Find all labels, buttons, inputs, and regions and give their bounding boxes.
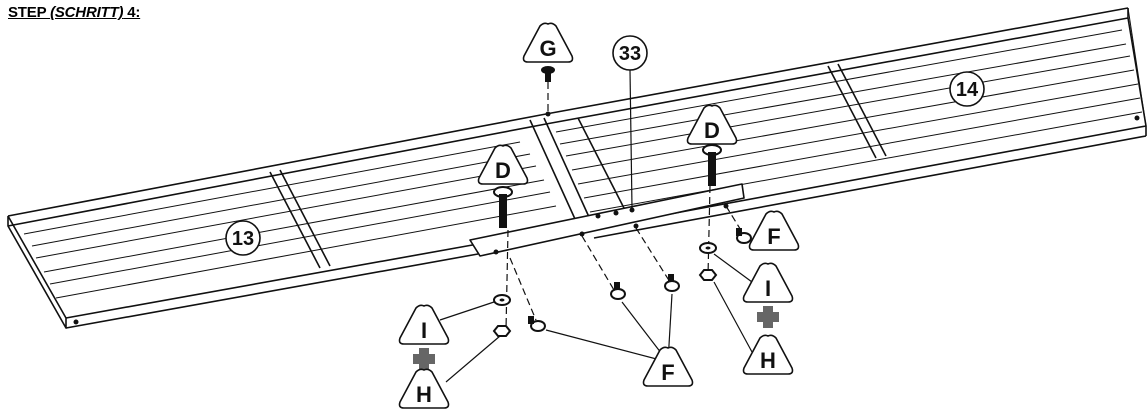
washers-and-nuts	[492, 242, 718, 337]
bolt-g	[541, 66, 555, 82]
callout-d-right-label: D	[704, 118, 720, 143]
callout-g: G	[522, 22, 574, 63]
callout-i-right-label: I	[765, 276, 771, 301]
plus-icon-right	[757, 306, 779, 328]
bolt-d-left	[493, 186, 513, 228]
callout-i-left-label: I	[421, 318, 427, 343]
part-number-33: 33	[612, 35, 648, 209]
callout-i-left: I	[398, 304, 450, 345]
screws-f	[528, 228, 752, 332]
callout-f-right: F	[748, 210, 800, 251]
plus-icon-left	[413, 348, 435, 370]
part-number-14-label: 14	[956, 79, 979, 101]
callout-h-right: H	[742, 334, 794, 375]
step-heading-suffix: 4:	[123, 4, 141, 21]
connector-bracket	[469, 111, 745, 257]
step-heading-prefix: STEP	[8, 4, 51, 21]
callout-h-left-label: H	[416, 382, 432, 407]
part-number-33-label: 33	[619, 43, 641, 65]
callout-f-bottom-label: F	[661, 360, 674, 385]
callout-h-left: H	[398, 368, 450, 409]
part-number-14: 14	[949, 71, 985, 107]
step-heading: STEP (SCHRITT) 4:	[8, 4, 140, 21]
callout-i-right: I	[742, 262, 794, 303]
callout-f-right-label: F	[767, 224, 780, 249]
callout-g-label: G	[539, 36, 556, 61]
callout-d-right: D	[686, 104, 738, 145]
bolt-d-right	[702, 144, 722, 186]
callout-f-bottom: F	[642, 346, 694, 387]
assembly-lines	[505, 82, 743, 331]
callout-d-left-label: D	[495, 158, 511, 183]
callout-h-right-label: H	[760, 348, 776, 373]
frame-panel-14	[545, 7, 1147, 239]
part-number-13-label: 13	[232, 228, 254, 250]
part-number-13: 13	[225, 220, 261, 256]
step-heading-italic: (SCHRITT)	[50, 4, 124, 21]
frame-panel-13	[7, 113, 595, 329]
callout-d-left: D	[477, 144, 529, 185]
